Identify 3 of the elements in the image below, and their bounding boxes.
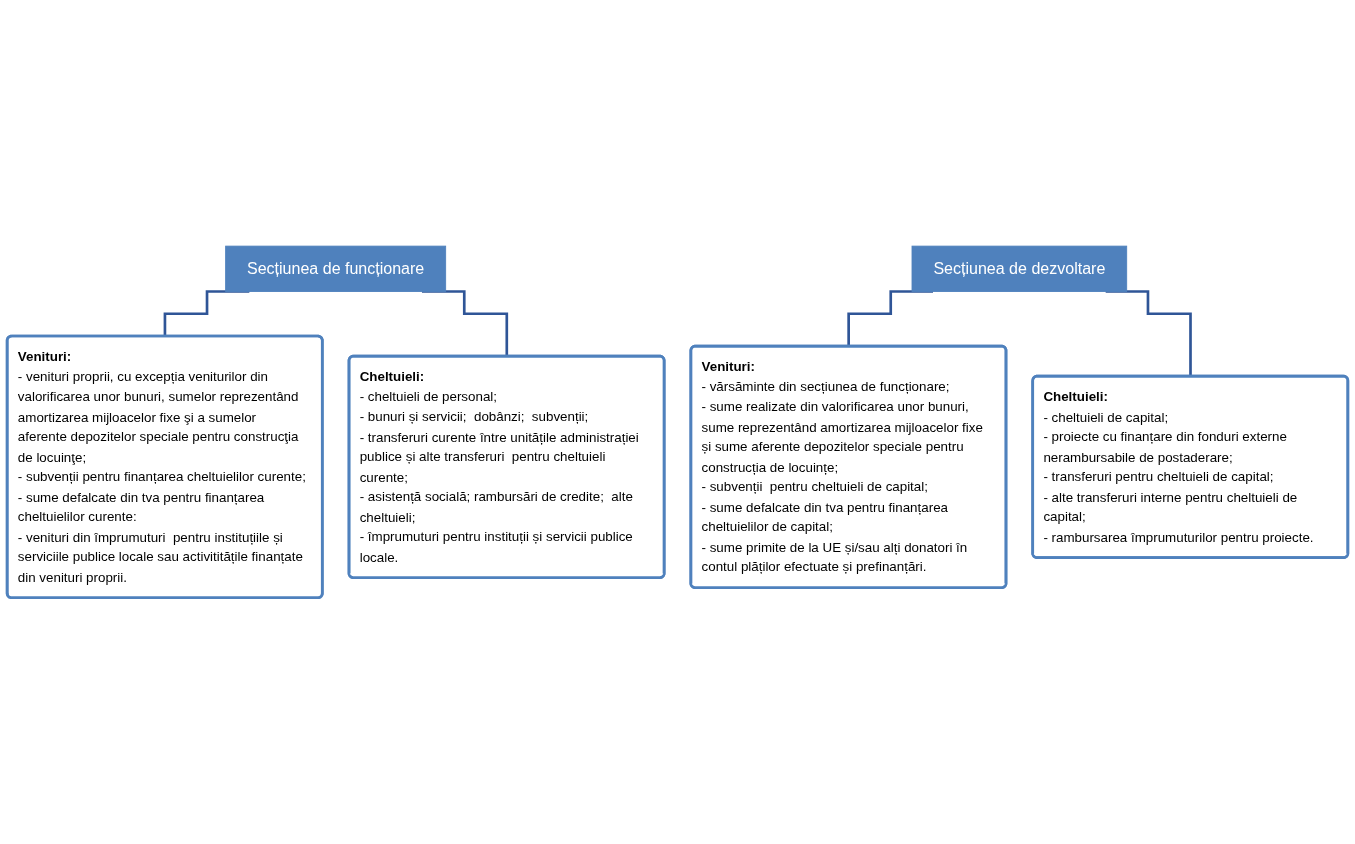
node-box <box>225 245 447 292</box>
diagram: Secțiunea de funcționare Venituri: - venituri proprii, cu excepția veniturilor din valorificarea unor bunuri, sumelor reprezentând amortizarea mijloacelor fixe şi a sumelor aferente depozitelor speciale pentru construcţia de locuinţe; - subvenții pentru finanțarea cheltuielilor curente; - sume defalcate din tva pentru finanțarea cheltuielilor curente: - venituri din împrumuturi pentru instituțiile și serviciile publice locale sau activititățile finanțate din venituri proprii. Cheltuieli: - cheltuieli de personal; - bunuri și servicii; dobânzi; subvenții; - transferuri curente între unitățile administrației publice și alte transferuri pentru cheltuieli curente; - asistență socială; rambursări de credite; alte cheltuieli; - împrumuturi pentru instituții și servicii publice locale. Secțiunea de dezvoltare Venituri: - vărsăminte din secțiunea de funcționare; - sume realizate din valorificarea unor bunuri, sume reprezentând amortizarea mijloacelor fixe și sume aferente depozitelor speciale pentru construcția de locuințe; - subvenții pentru cheltuieli de capital; - sume defalcate din tva pentru finanțarea cheltuielilor de capital; - sume primite de la UE și/sau alți donatori în contul plăților efectuate și prefinanțări. Cheltuieli: - cheltuieli de capital; - proiecte cu finanțare din fonduri externe nerambursabile de postaderare; - transferuri pentru cheltuieli de capital; - alte transferuri interne pentru cheltuieli de capital; - rambursarea împrumuturilor pentru proiecte. <box>0 239 1355 605</box>
node-box <box>911 245 1128 292</box>
